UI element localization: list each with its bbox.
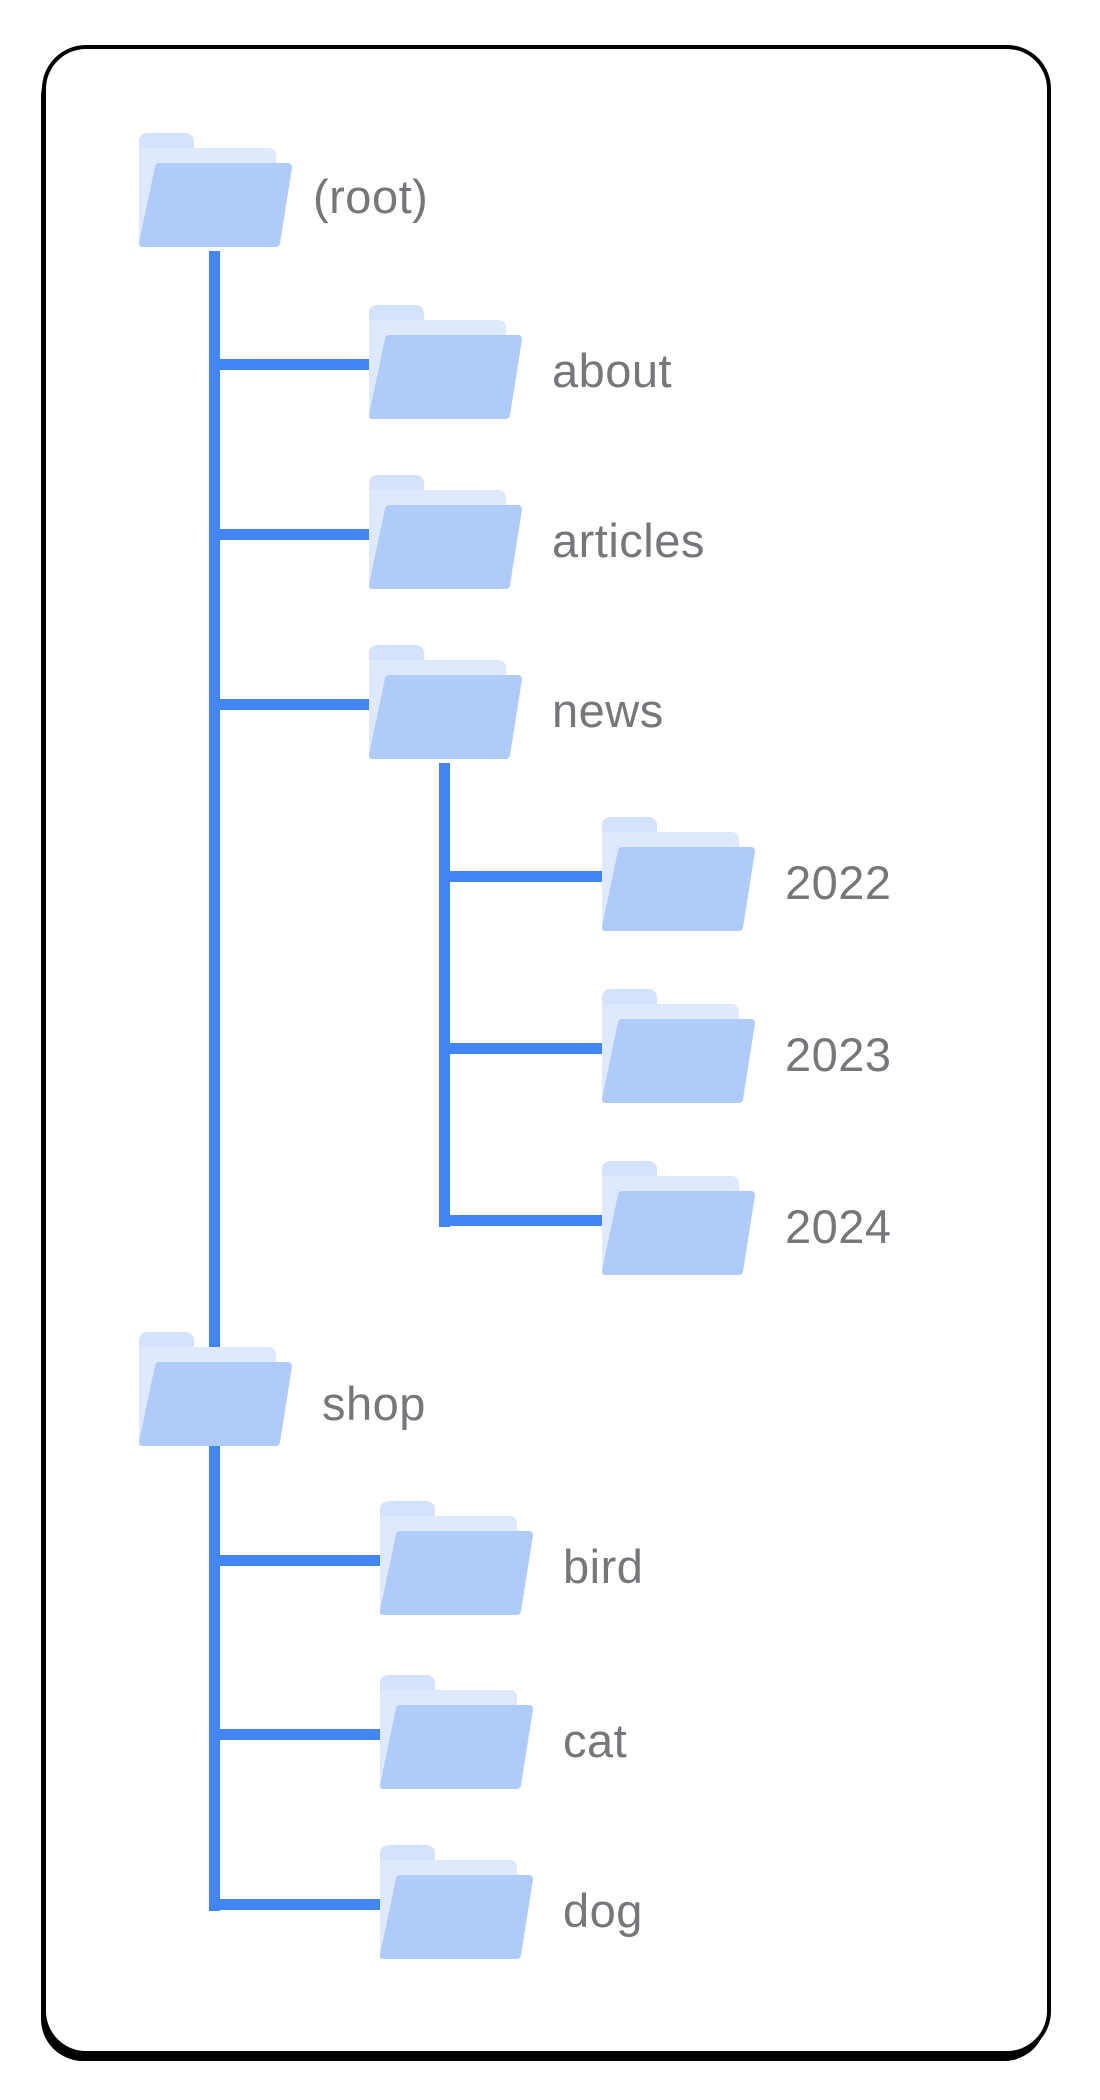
folder-icon <box>602 817 755 931</box>
folder-label-shop: shop <box>322 1377 426 1430</box>
folder-icon <box>139 1332 292 1446</box>
folder-label-2024: 2024 <box>785 1200 892 1253</box>
tree-node-dog <box>380 1845 533 1959</box>
tree-node-2024 <box>602 1161 755 1275</box>
folder-label-articles: articles <box>552 514 705 567</box>
branch-line-dog <box>209 1899 392 1910</box>
folder-label-2022: 2022 <box>785 856 892 909</box>
tree-node-articles <box>369 475 522 589</box>
tree-node-2023 <box>602 989 755 1103</box>
tree-node-news <box>369 645 522 759</box>
tree-node-root <box>139 133 292 247</box>
branch-line-articles <box>209 529 381 540</box>
trunk-line-news <box>439 763 450 1227</box>
branch-line-2024 <box>439 1215 614 1226</box>
folder-label-news: news <box>552 684 664 737</box>
branch-line-bird <box>209 1555 392 1566</box>
branch-line-cat <box>209 1729 392 1740</box>
folder-label-2023: 2023 <box>785 1028 892 1081</box>
folder-icon <box>380 1675 533 1789</box>
diagram-card <box>42 45 1051 2055</box>
folder-icon <box>139 133 292 247</box>
folder-icon <box>369 305 522 419</box>
branch-line-about <box>209 359 381 370</box>
folder-label-cat: cat <box>563 1714 628 1767</box>
folder-label-dog: dog <box>563 1884 643 1937</box>
folder-icon <box>369 475 522 589</box>
folder-icon <box>380 1501 533 1615</box>
folder-label-bird: bird <box>563 1540 644 1593</box>
branch-line-2023 <box>439 1043 614 1054</box>
folder-icon <box>380 1845 533 1959</box>
folder-label-about: about <box>552 344 673 397</box>
tree-node-about <box>369 305 522 419</box>
branch-line-news <box>209 699 381 710</box>
tree-node-2022 <box>602 817 755 931</box>
trunk-line-root <box>209 251 220 1911</box>
branch-line-2022 <box>439 871 614 882</box>
tree-node-cat <box>380 1675 533 1789</box>
folder-icon <box>369 645 522 759</box>
tree-node-shop <box>139 1332 292 1446</box>
folder-icon <box>602 1161 755 1275</box>
folder-icon <box>602 989 755 1103</box>
folder-label-root: (root) <box>313 170 429 223</box>
tree-node-bird <box>380 1501 533 1615</box>
